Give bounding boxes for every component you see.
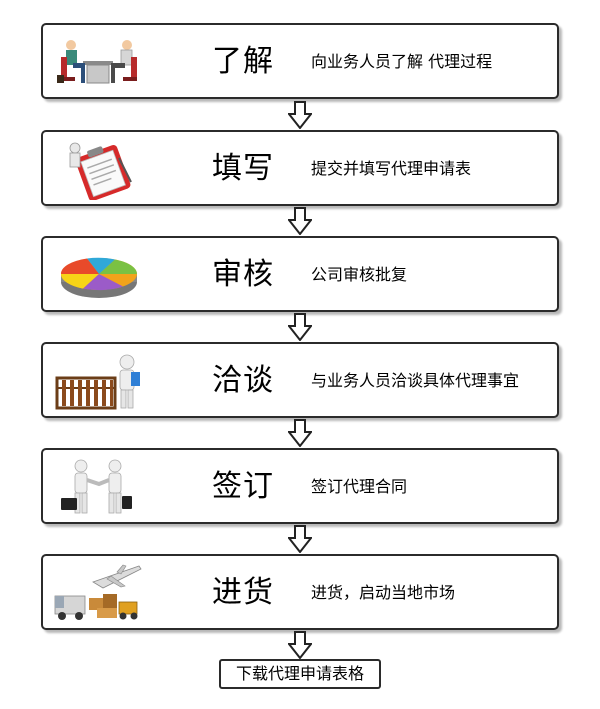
step-title: 进货 bbox=[212, 575, 274, 610]
meeting-icon bbox=[57, 40, 137, 84]
step-description: 与业务人员洽谈具体代理事宜 bbox=[311, 371, 520, 390]
download-application-form-button[interactable]: 下载代理申请表格 bbox=[219, 659, 381, 689]
step-card-review: 审核 公司审核批复 bbox=[41, 236, 559, 312]
down-arrow-icon bbox=[288, 313, 312, 341]
logistics-icon bbox=[54, 564, 142, 620]
step-description: 提交并填写代理申请表 bbox=[311, 159, 472, 178]
abacus-icon bbox=[55, 354, 140, 410]
step-card-fill-form: 填写 提交并填写代理申请表 bbox=[41, 130, 559, 206]
step-title: 签订 bbox=[212, 469, 274, 504]
step-description: 公司审核批复 bbox=[311, 265, 408, 284]
down-arrow-icon bbox=[288, 207, 312, 235]
step-description: 签订代理合同 bbox=[311, 477, 408, 496]
step-title: 洽谈 bbox=[212, 363, 274, 398]
down-arrow-icon bbox=[288, 525, 312, 553]
pie-chart-icon bbox=[60, 257, 137, 298]
step-title: 了解 bbox=[212, 44, 274, 79]
step-card-understand: 了解 向业务人员了解 代理过程 bbox=[41, 23, 559, 99]
handshake-icon bbox=[61, 459, 132, 514]
down-arrow-icon bbox=[288, 631, 312, 659]
step-description: 向业务人员了解 代理过程 bbox=[311, 52, 493, 71]
step-title: 审核 bbox=[212, 257, 274, 292]
step-card-sign: 签订 签订代理合同 bbox=[41, 448, 559, 524]
clipboard-icon bbox=[69, 142, 132, 200]
step-title: 填写 bbox=[212, 151, 274, 186]
step-card-negotiate: 洽谈 与业务人员洽谈具体代理事宜 bbox=[41, 342, 559, 418]
step-card-stock: 进货 进货，启动当地市场 bbox=[41, 554, 559, 630]
step-description: 进货，启动当地市场 bbox=[311, 583, 456, 602]
down-arrow-icon bbox=[288, 101, 312, 129]
down-arrow-icon bbox=[288, 419, 312, 447]
